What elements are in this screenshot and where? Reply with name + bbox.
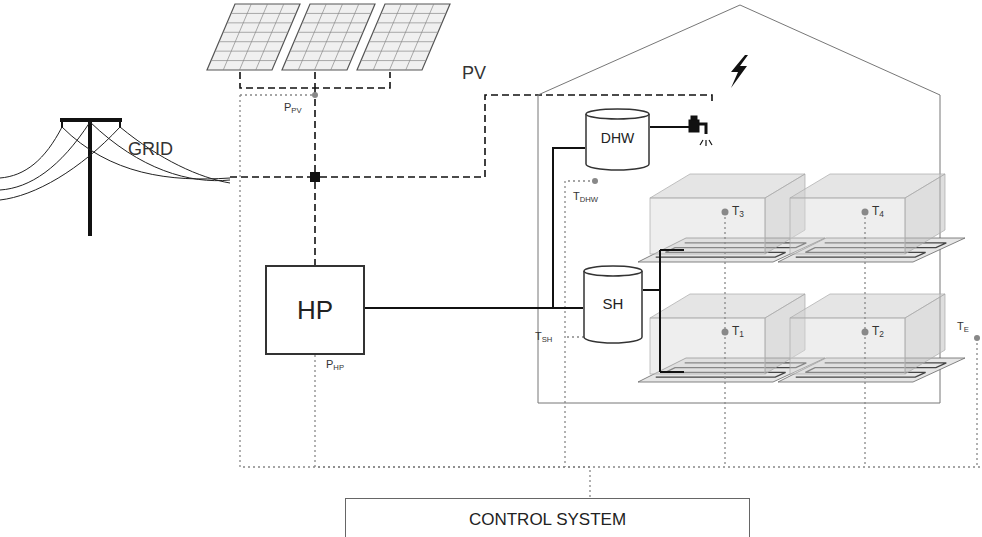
temperature-sensor-label: T4 — [872, 205, 884, 218]
power-sensor-label: PHP — [326, 358, 344, 370]
pv-cell-line — [365, 51, 430, 52]
pv-cell-line — [240, 4, 268, 70]
power-sensor-label: PPV — [284, 101, 302, 113]
node-label: HP — [297, 296, 333, 325]
pv-panels — [207, 4, 450, 70]
pv-label: PV — [462, 64, 486, 84]
temperature-sensor-label: TSH — [535, 330, 552, 342]
pv-cell-line — [211, 60, 276, 61]
pv-panel — [357, 4, 450, 70]
signal-wires — [240, 95, 982, 467]
pv-cell-line — [369, 41, 434, 42]
pv-cell-line — [377, 22, 442, 23]
pv-cell-line — [286, 60, 351, 61]
pv-cell-line — [223, 4, 251, 70]
pv-cell-line — [256, 4, 284, 70]
lightning-symbol — [731, 55, 748, 88]
junction-box — [310, 172, 320, 182]
hydraulic-pipes — [643, 127, 690, 372]
room — [778, 174, 965, 262]
pv-cell-line — [223, 32, 288, 33]
pv-cell-line — [331, 4, 359, 70]
house-outline — [538, 5, 940, 403]
pv-cell-line — [373, 32, 438, 33]
node-label: CONTROL SYSTEM — [469, 511, 626, 530]
sh-tank: SH — [583, 265, 643, 343]
temperature-sensor-label: TDHW — [573, 190, 598, 202]
pv-cell-line — [315, 4, 343, 70]
pv-cell-line — [294, 41, 359, 42]
temperature-sensor-label: TE — [957, 320, 969, 332]
temperature-sensor-label: T2 — [872, 325, 884, 338]
pv-cell-line — [298, 4, 326, 70]
pv-cell-line — [306, 13, 371, 14]
pv-cell-line — [227, 22, 292, 23]
pv-cell-line — [219, 41, 284, 42]
temperature-sensor-label: T1 — [732, 325, 744, 338]
power-pole — [60, 118, 122, 236]
pv-cell-line — [381, 13, 446, 14]
dhw-tank: DHW — [585, 108, 650, 170]
heat-pump-box: HP — [265, 265, 365, 355]
control-system-box: CONTROL SYSTEM — [345, 498, 750, 537]
pv-cell-line — [302, 22, 367, 23]
pv-cell-line — [298, 32, 363, 33]
rooms — [638, 174, 965, 382]
pv-cell-line — [390, 4, 418, 70]
power-lines — [0, 122, 230, 200]
pv-cell-line — [215, 51, 280, 52]
temperature-sensor-label: T3 — [732, 205, 744, 218]
pv-cell-line — [290, 51, 355, 52]
node-label: SH — [603, 296, 624, 313]
electric-lines — [230, 72, 712, 265]
room — [778, 294, 965, 382]
grid-label: GRID — [128, 140, 173, 160]
node-label: DHW — [601, 131, 634, 146]
signal-wire — [315, 355, 590, 498]
pv-cell-line — [406, 4, 434, 70]
pv-cell-line — [373, 4, 401, 70]
pv-cell-line — [231, 13, 296, 14]
sensor-dots — [312, 92, 980, 355]
water-pipe — [365, 148, 585, 308]
tap-symbol — [689, 116, 712, 146]
pv-cell-line — [361, 60, 426, 61]
water-pipe — [365, 307, 583, 309]
